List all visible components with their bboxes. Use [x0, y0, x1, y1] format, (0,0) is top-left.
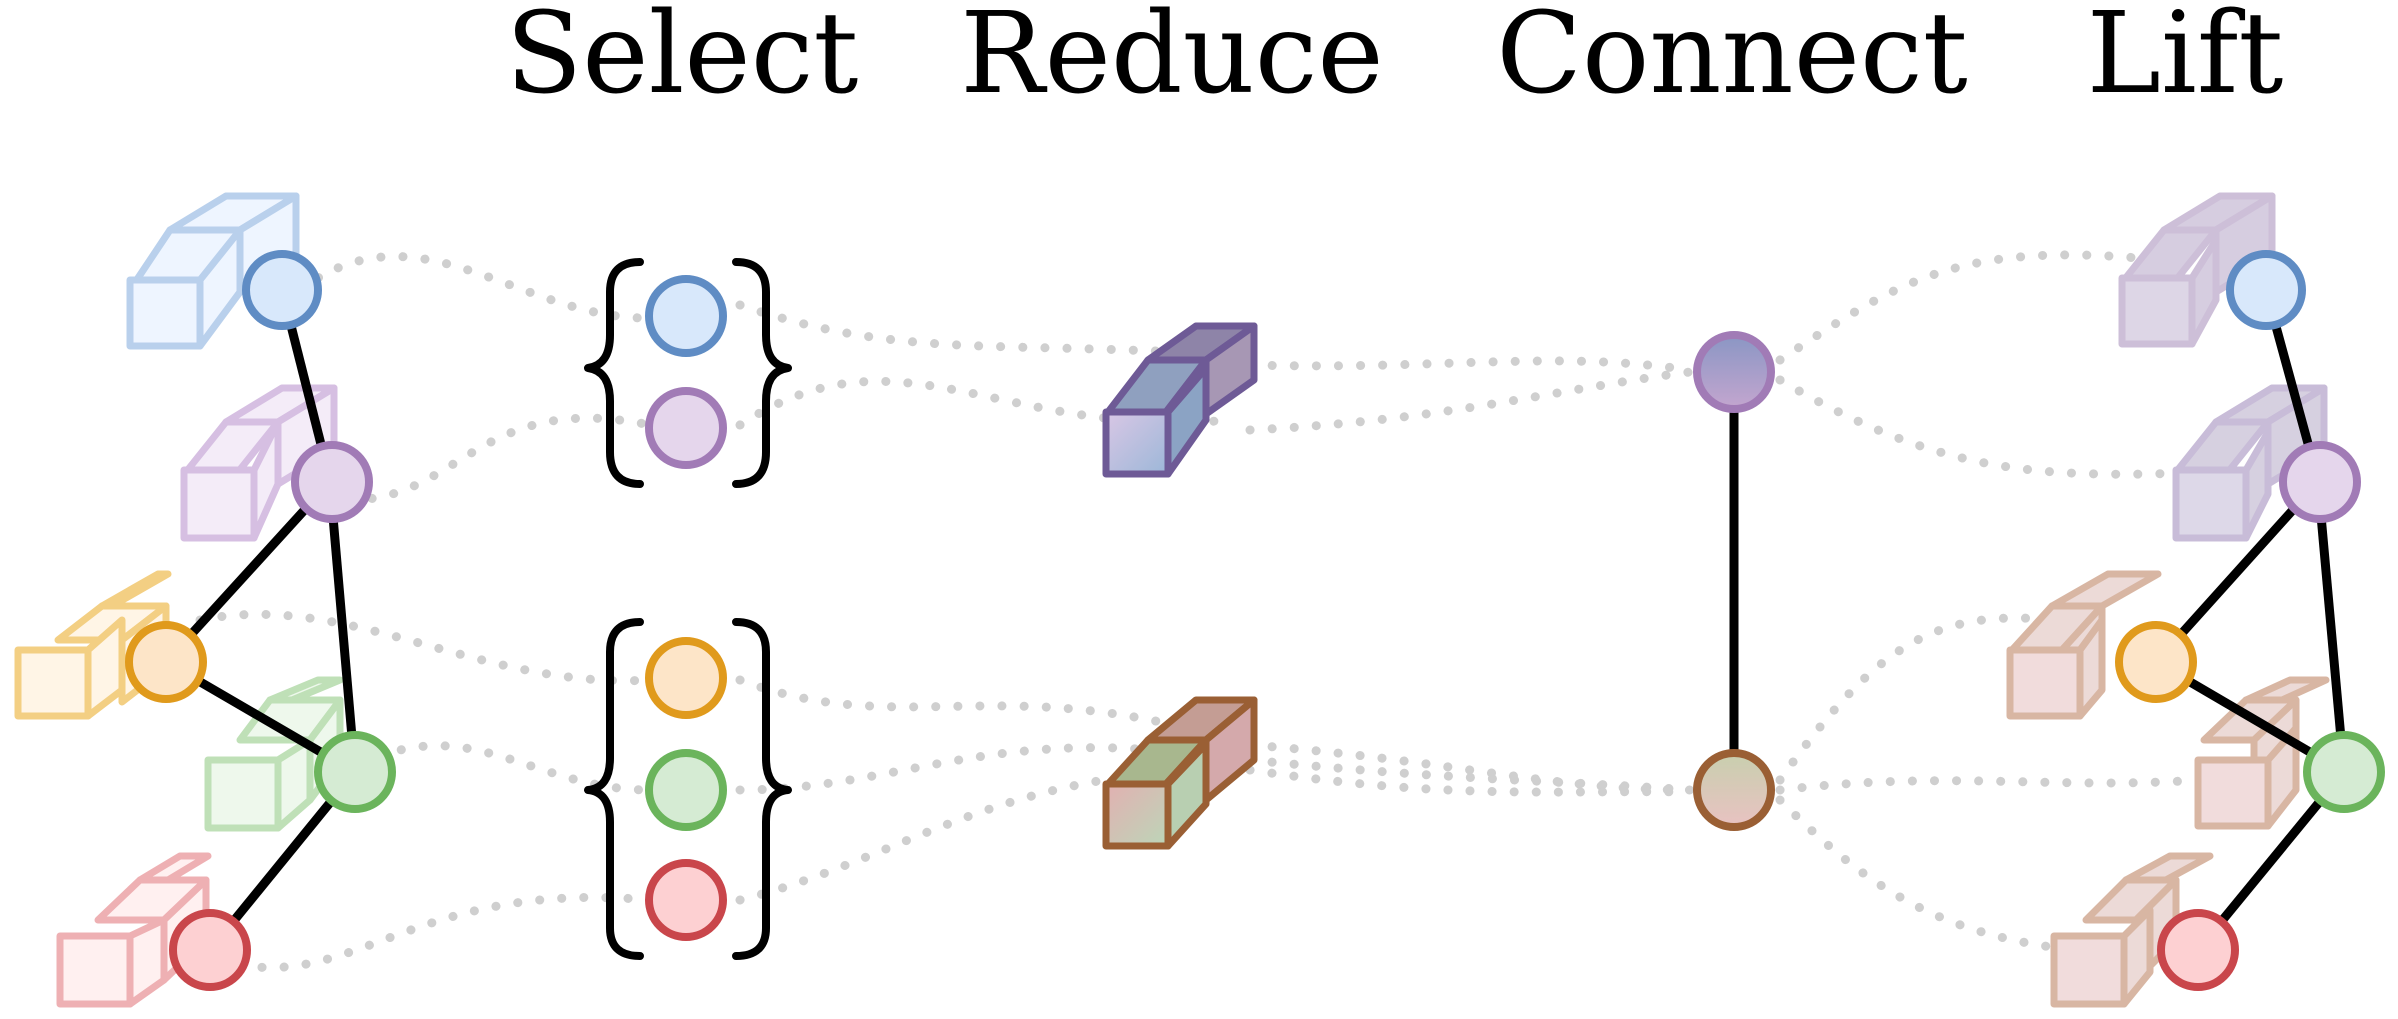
dotted-link: [735, 675, 1235, 745]
dotted-link: [1775, 375, 2255, 479]
coarse-node-top: [1693, 331, 1775, 413]
graph-edge: [325, 481, 360, 773]
stage-title-lift: Lift: [2087, 0, 2284, 119]
dotted-link: [735, 300, 1235, 360]
feature-cube: [1164, 364, 1210, 478]
reduced-cube-top: [1102, 322, 1258, 478]
graph-node-purple: [645, 387, 727, 469]
dotted-link: [1775, 250, 2165, 365]
dotted-link: [295, 252, 655, 323]
select-group-bottom: [584, 618, 792, 960]
graph-node-red: [169, 909, 251, 991]
stage-title-connect: Connect: [1496, 0, 1967, 119]
dotted-link: [1245, 755, 1695, 795]
curly-brace-left: [584, 618, 644, 960]
graph-node-orange: [2115, 621, 2197, 703]
graph-node-blue: [242, 250, 322, 330]
feature-cube: [2006, 570, 2162, 720]
dotted-link: [1245, 367, 1695, 435]
graph-node-orange: [645, 637, 727, 719]
dotted-link: [375, 741, 655, 795]
graph-node-red: [645, 859, 727, 941]
dotted-link: [235, 892, 655, 973]
stage-title-select: Select: [506, 0, 859, 119]
graph-node-blue: [2226, 250, 2306, 330]
feature-cube: [1102, 408, 1172, 478]
feature-cube: [2172, 384, 2328, 542]
dotted-link: [345, 413, 655, 505]
curly-brace-right: [732, 618, 792, 960]
left-graph-nodes: [125, 250, 396, 991]
graph-node-purple: [2279, 441, 2361, 523]
dotted-link: [1775, 613, 2095, 785]
select-group-top: [584, 258, 792, 488]
graph-node-blue: [645, 275, 727, 357]
feature-cube: [180, 384, 338, 542]
curly-brace-right: [732, 258, 792, 488]
graph-node-orange: [125, 621, 207, 703]
right-graph-nodes: [2115, 250, 2385, 991]
dotted-link: [1245, 356, 1695, 375]
coarse-graph: [1693, 331, 1775, 831]
graph-node-green: [645, 749, 727, 831]
graph-node-red: [2157, 909, 2239, 991]
dotted-link: [1775, 795, 2155, 960]
right-feature-cubes: [2006, 192, 2330, 1008]
feature-cube: [2050, 852, 2214, 1008]
curly-brace-left: [584, 258, 644, 488]
dotted-link: [1245, 765, 1695, 797]
dotted-link: [735, 743, 1235, 795]
dotted-link: [1245, 740, 1695, 795]
reduced-cube-bottom: [1102, 696, 1258, 850]
graph-node-purple: [291, 441, 373, 523]
graph-node-green: [2303, 731, 2385, 813]
feature-cube: [204, 676, 344, 832]
graph-node-green: [314, 731, 396, 813]
graph-edge: [2313, 481, 2349, 773]
dotted-link: [1775, 775, 2205, 795]
feature-cube: [2118, 192, 2276, 348]
coarse-node-bottom: [1693, 749, 1775, 831]
stage-title-reduce: Reduce: [960, 0, 1383, 119]
feature-cube: [1102, 780, 1172, 850]
dotted-link: [195, 609, 655, 686]
feature-cube: [1164, 740, 1210, 850]
